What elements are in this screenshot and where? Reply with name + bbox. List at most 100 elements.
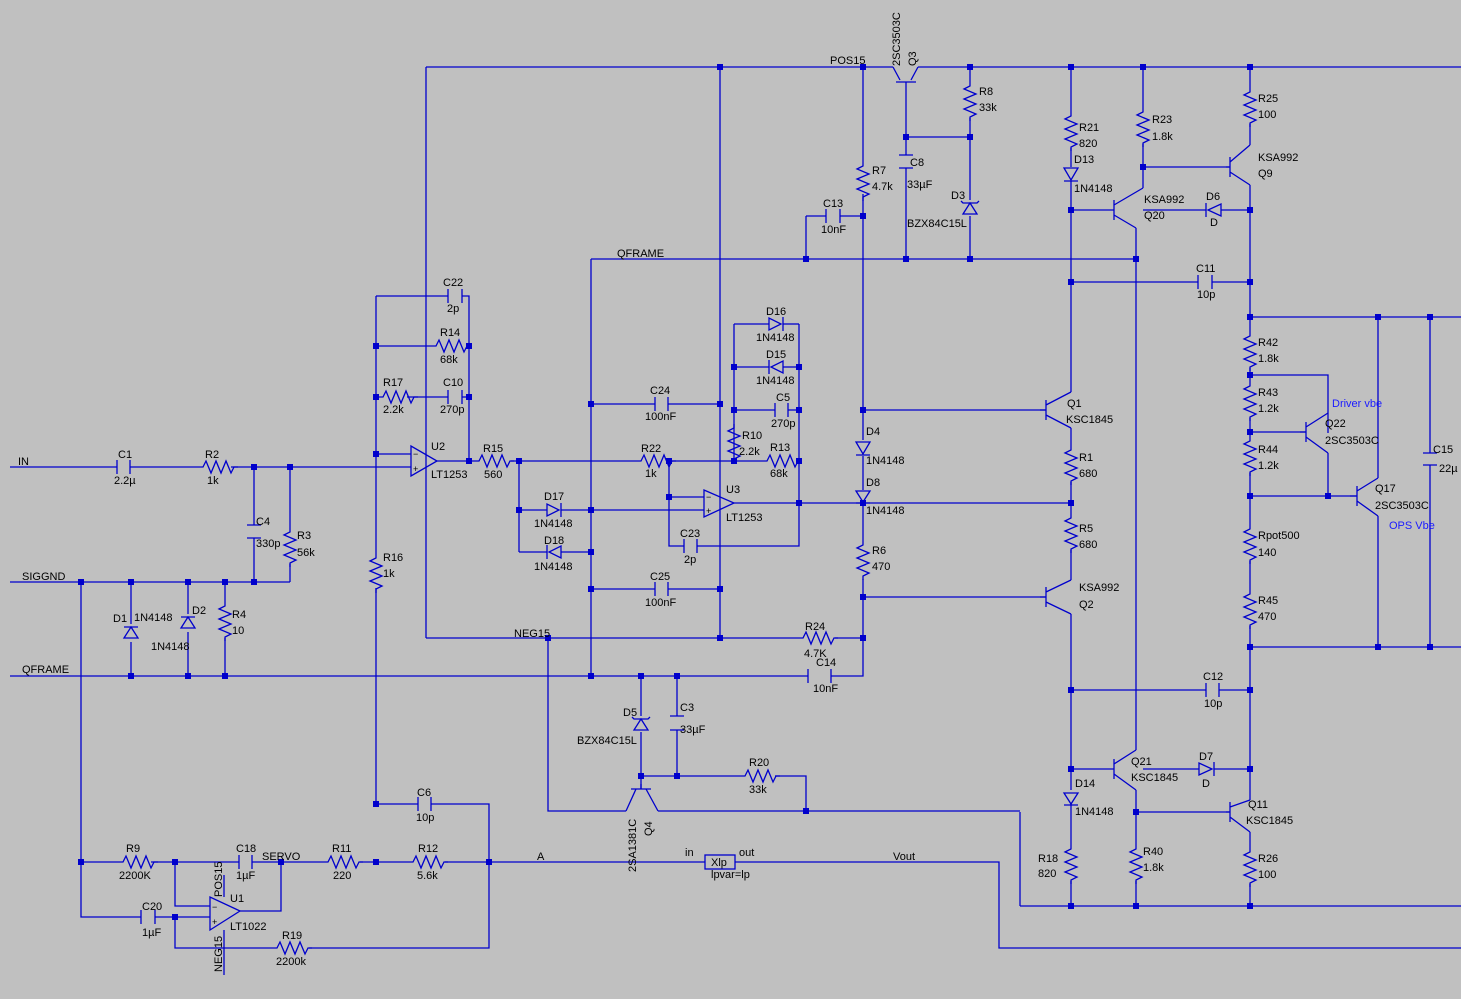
svg-text:100nF: 100nF: [645, 597, 676, 609]
svg-text:QFRAME: QFRAME: [617, 248, 664, 260]
svg-text:KSC1845: KSC1845: [1246, 815, 1293, 827]
svg-text:330p: 330p: [256, 538, 280, 550]
svg-text:R21: R21: [1079, 122, 1099, 134]
svg-text:33µF: 33µF: [907, 179, 933, 191]
svg-text:in: in: [685, 847, 694, 859]
svg-text:D5: D5: [623, 707, 637, 719]
svg-text:1.2k: 1.2k: [1258, 403, 1279, 415]
svg-text:4.7k: 4.7k: [872, 181, 893, 193]
svg-text:1.2k: 1.2k: [1258, 460, 1279, 472]
svg-text:1N4148: 1N4148: [134, 612, 173, 624]
svg-text:KSA992: KSA992: [1144, 194, 1184, 206]
svg-text:R20: R20: [749, 757, 769, 769]
svg-text:Q1: Q1: [1067, 398, 1082, 410]
svg-text:1.8k: 1.8k: [1152, 131, 1173, 143]
svg-text:R1: R1: [1079, 452, 1093, 464]
svg-text:R14: R14: [440, 327, 460, 339]
svg-text:SIGGND: SIGGND: [22, 571, 65, 583]
svg-text:D3: D3: [951, 190, 965, 202]
svg-text:BZX84C15L: BZX84C15L: [907, 218, 967, 230]
svg-text:56k: 56k: [297, 547, 315, 559]
svg-text:R11: R11: [332, 843, 351, 855]
svg-text:D8: D8: [866, 477, 880, 489]
xlp-block: [704, 854, 736, 870]
svg-text:R43: R43: [1258, 387, 1278, 399]
svg-text:2200K: 2200K: [119, 870, 151, 882]
svg-text:C25: C25: [650, 571, 670, 583]
svg-text:R2: R2: [205, 449, 219, 461]
svg-text:820: 820: [1079, 138, 1097, 150]
svg-text:R15: R15: [483, 443, 503, 455]
svg-text:D15: D15: [766, 349, 786, 361]
svg-text:140: 140: [1258, 547, 1276, 559]
svg-text:1N4148: 1N4148: [866, 505, 905, 517]
svg-text:Driver vbe: Driver vbe: [1332, 398, 1382, 410]
svg-text:4.7K: 4.7K: [804, 648, 827, 660]
svg-text:10p: 10p: [416, 812, 434, 824]
svg-text:10nF: 10nF: [821, 224, 846, 236]
svg-text:C20: C20: [142, 901, 162, 913]
svg-text:Vout: Vout: [893, 851, 915, 863]
svg-text:1k: 1k: [645, 468, 657, 480]
svg-text:Q22: Q22: [1325, 418, 1346, 430]
svg-text:Q21: Q21: [1131, 756, 1152, 768]
svg-text:680: 680: [1079, 468, 1097, 480]
svg-text:D17: D17: [544, 491, 564, 503]
svg-text:R42: R42: [1258, 337, 1278, 349]
svg-text:+: +: [706, 506, 711, 516]
svg-text:100: 100: [1258, 109, 1276, 121]
svg-text:R8: R8: [979, 86, 993, 98]
svg-text:1N4148: 1N4148: [1075, 806, 1114, 818]
svg-text:LT1253: LT1253: [726, 512, 763, 524]
svg-text:+: +: [212, 917, 217, 927]
svg-text:470: 470: [872, 561, 890, 573]
svg-text:680: 680: [1079, 539, 1097, 551]
svg-text:R13: R13: [770, 442, 790, 454]
svg-text:D7: D7: [1199, 751, 1213, 763]
svg-text:R22: R22: [641, 443, 661, 455]
svg-text:100: 100: [1258, 869, 1276, 881]
svg-text:POS15: POS15: [830, 55, 865, 67]
svg-text:10p: 10p: [1197, 289, 1215, 301]
svg-text:R45: R45: [1258, 595, 1278, 607]
svg-text:LT1253: LT1253: [431, 469, 468, 481]
svg-text:C10: C10: [443, 377, 463, 389]
svg-text:D18: D18: [544, 535, 564, 547]
svg-text:KSA992: KSA992: [1079, 582, 1119, 594]
svg-text:SERVO: SERVO: [262, 851, 301, 863]
svg-text:R7: R7: [872, 165, 886, 177]
svg-text:270p: 270p: [440, 404, 464, 416]
svg-text:10p: 10p: [1204, 698, 1222, 710]
svg-text:A: A: [537, 851, 545, 863]
svg-text:470: 470: [1258, 611, 1276, 623]
svg-text:1N4148: 1N4148: [151, 641, 190, 653]
svg-text:QFRAME: QFRAME: [22, 664, 69, 676]
svg-text:C5: C5: [776, 392, 790, 404]
svg-text:D: D: [1202, 778, 1210, 790]
svg-text:R10: R10: [742, 430, 762, 442]
svg-text:10: 10: [232, 625, 244, 637]
svg-text:R3: R3: [297, 530, 311, 542]
svg-text:5.6k: 5.6k: [417, 870, 438, 882]
svg-text:Rpot500: Rpot500: [1258, 530, 1300, 542]
svg-text:OPS Vbe: OPS Vbe: [1389, 520, 1435, 532]
svg-text:1N4148: 1N4148: [534, 561, 573, 573]
svg-text:R4: R4: [232, 609, 246, 621]
svg-text:C11: C11: [1196, 263, 1215, 275]
svg-text:D1: D1: [113, 613, 127, 625]
svg-text:−: −: [706, 492, 711, 502]
svg-text:U2: U2: [431, 441, 445, 453]
svg-text:U3: U3: [726, 484, 740, 496]
svg-text:lpvar=lp: lpvar=lp: [711, 869, 750, 881]
svg-text:NEG15: NEG15: [213, 936, 225, 972]
svg-text:1.8k: 1.8k: [1143, 862, 1164, 874]
svg-text:1µF: 1µF: [236, 870, 255, 882]
svg-text:560: 560: [484, 469, 502, 481]
svg-text:1N4148: 1N4148: [756, 332, 795, 344]
svg-text:1k: 1k: [383, 568, 395, 580]
svg-text:C14: C14: [816, 657, 836, 669]
svg-text:R18: R18: [1038, 853, 1058, 865]
svg-text:C12: C12: [1203, 671, 1223, 683]
svg-text:2SC3503C: 2SC3503C: [891, 12, 903, 66]
